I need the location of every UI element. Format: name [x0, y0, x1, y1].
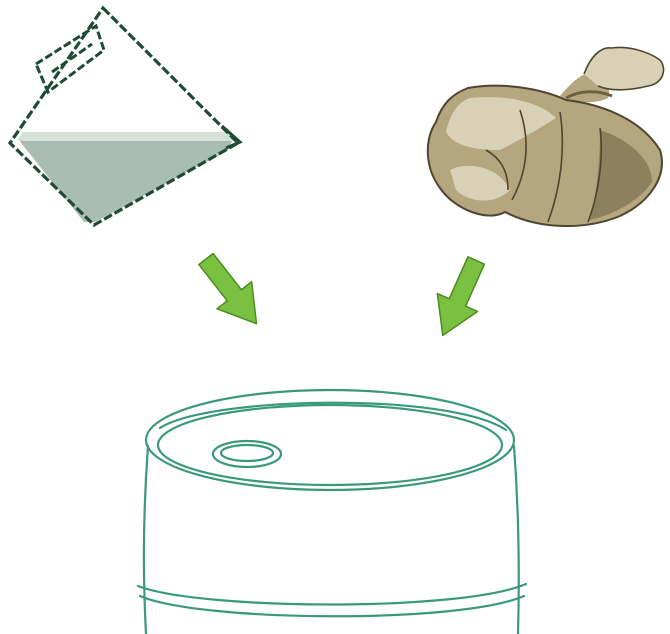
arrow-right — [423, 252, 497, 345]
tilted-jug-icon — [10, 8, 240, 225]
arrow-down-right-icon — [189, 245, 274, 337]
liquid-fill — [18, 139, 233, 222]
drum-side-left — [144, 446, 148, 634]
drum-hoop — [138, 584, 526, 605]
arrow-down-left-icon — [423, 252, 497, 345]
liquid-surface — [18, 132, 233, 141]
drum-barrel-icon — [138, 390, 526, 634]
drum-lid-inner — [158, 405, 502, 485]
arrow-left — [189, 245, 274, 337]
jug-handle — [36, 26, 104, 92]
drum-side-right — [514, 446, 519, 634]
drum-cap-inner — [221, 445, 273, 461]
cloth-sack-icon — [428, 48, 664, 227]
drum-hoop-2 — [140, 596, 524, 616]
